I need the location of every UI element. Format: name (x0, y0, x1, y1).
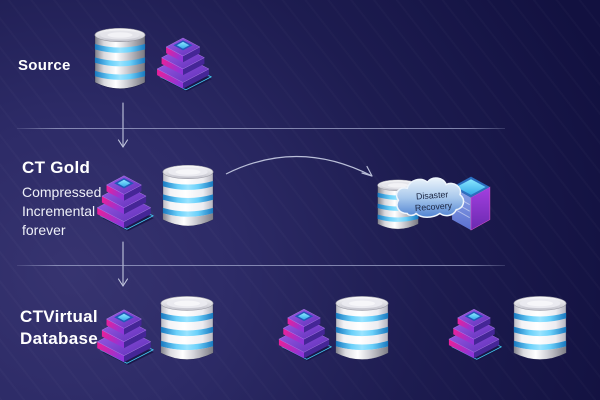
divider-line (17, 265, 505, 266)
ctgold-description-line: Incremental (22, 203, 96, 219)
ctvirtual-label: CTVirtual Database (20, 306, 98, 350)
source-label: Source (18, 57, 71, 74)
database-icon (334, 294, 390, 367)
ctgold-database-icon (161, 163, 215, 233)
source-stack-icon (152, 27, 214, 94)
down-arrow-icon (117, 102, 129, 148)
dr-label-line: Recovery (415, 200, 453, 213)
down-arrow-icon (117, 241, 129, 287)
ctgold-stack-icon (92, 164, 156, 234)
ctgold-description: Compressed Incremental forever (22, 183, 101, 240)
stack-icon (92, 298, 156, 368)
stack-icon (274, 298, 334, 364)
dr-label-line: Disaster (416, 189, 449, 201)
ctgold-title: CT Gold (22, 158, 91, 177)
divider-line (17, 128, 505, 129)
ctvirtual-label-line: CTVirtual (20, 307, 98, 326)
database-icon (159, 294, 215, 367)
stack-icon (444, 298, 504, 364)
curved-arrow-icon (225, 155, 373, 177)
ctgold-description-line: forever (22, 222, 66, 238)
ctvirtual-label-line: Database (20, 329, 98, 348)
ctgold-description-line: Compressed (22, 184, 102, 200)
dr-cloud-icon: Disaster Recovery (395, 177, 465, 218)
source-database-icon (93, 26, 147, 96)
database-icon (512, 294, 568, 367)
